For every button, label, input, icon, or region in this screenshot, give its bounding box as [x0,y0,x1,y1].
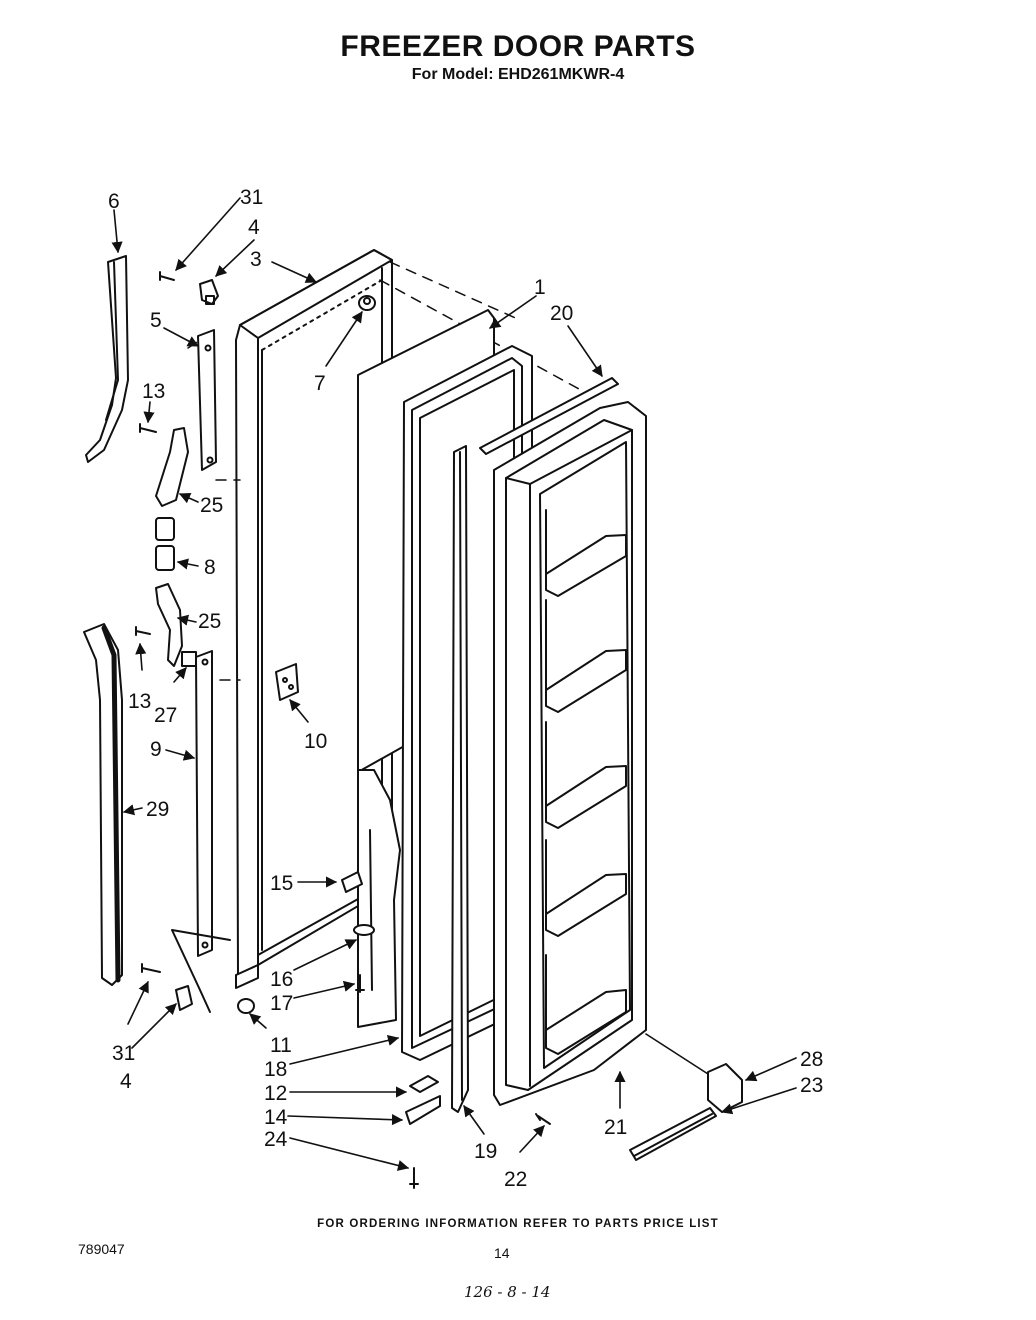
model-subtitle: For Model: EHD261MKWR-4 [411,66,625,83]
callout-19: 19 [474,1140,497,1163]
callout-23: 23 [800,1074,823,1097]
part-6-top-trim [85,255,129,463]
part-12-14-plates [405,1075,441,1125]
part-23-trim-strip [629,1107,717,1161]
callout-24: 24 [264,1128,288,1151]
callout-3: 3 [250,248,262,271]
part-28-cover [707,1063,743,1113]
callout-31: 31 [112,1042,135,1065]
callout-16: 16 [270,968,293,991]
screws [135,271,551,1189]
part-4-hinge-bottom [175,985,193,1011]
part-7-plug [358,295,376,311]
callout-18: 18 [264,1058,287,1081]
part-5-hinge-bar [197,329,217,471]
callout-25: 25 [200,494,223,517]
part-16-washer [353,924,375,936]
leader-lines [111,197,797,1171]
callout-8: 8 [204,556,216,579]
callout-14: 14 [264,1106,288,1129]
callout-6: 6 [108,190,120,213]
part-25-handle-upper [155,427,189,507]
part-19-strip [451,445,469,1113]
callout-4: 4 [248,216,260,239]
callout-20: 20 [550,302,573,325]
part-4-hinge-top [199,279,219,305]
part-8-handle-cap [155,517,175,571]
part-15-clip [341,871,363,893]
part-10-bracket [275,663,299,701]
page-number: 14 [494,1245,510,1261]
callout-11: 11 [270,1034,292,1057]
ordering-note: FOR ORDERING INFORMATION REFER TO PARTS … [317,1218,719,1230]
handwritten-note: 126 - 8 - 14 [464,1283,551,1301]
page-title: FREEZER DOOR PARTS [340,30,696,63]
callout-9: 9 [150,738,162,761]
callout-4: 4 [120,1070,132,1093]
part-11-bushing [237,998,255,1014]
callout-7: 7 [314,372,326,395]
callout-31: 31 [240,186,263,209]
callout-labels: 6 31 4 3 5 7 1 20 13 25 8 25 13 27 10 9 … [108,186,823,1191]
callout-28: 28 [800,1048,823,1071]
part-21-door-liner [493,401,647,1106]
part-20-shelf-top [479,377,619,455]
hinge-pointer-lines [171,929,231,1013]
callout-27: 27 [154,704,177,727]
door-shelf-bins [545,509,627,1055]
callout-25: 25 [198,610,221,633]
callout-21: 21 [604,1116,627,1139]
callout-15: 15 [270,872,293,895]
callout-17: 17 [270,992,293,1015]
callout-29: 29 [146,798,169,821]
part-9-hinge-bar [195,650,213,957]
callout-22: 22 [504,1168,527,1191]
document-number: 789047 [78,1241,125,1257]
callout-13: 13 [142,380,165,403]
part-25-handle-lower [155,583,197,667]
callout-10: 10 [304,730,327,753]
callout-12: 12 [264,1082,287,1105]
callout-1: 1 [534,276,546,299]
callout-13: 13 [128,690,151,713]
part-29-bottom-trim [83,623,123,986]
callout-5: 5 [150,309,162,332]
